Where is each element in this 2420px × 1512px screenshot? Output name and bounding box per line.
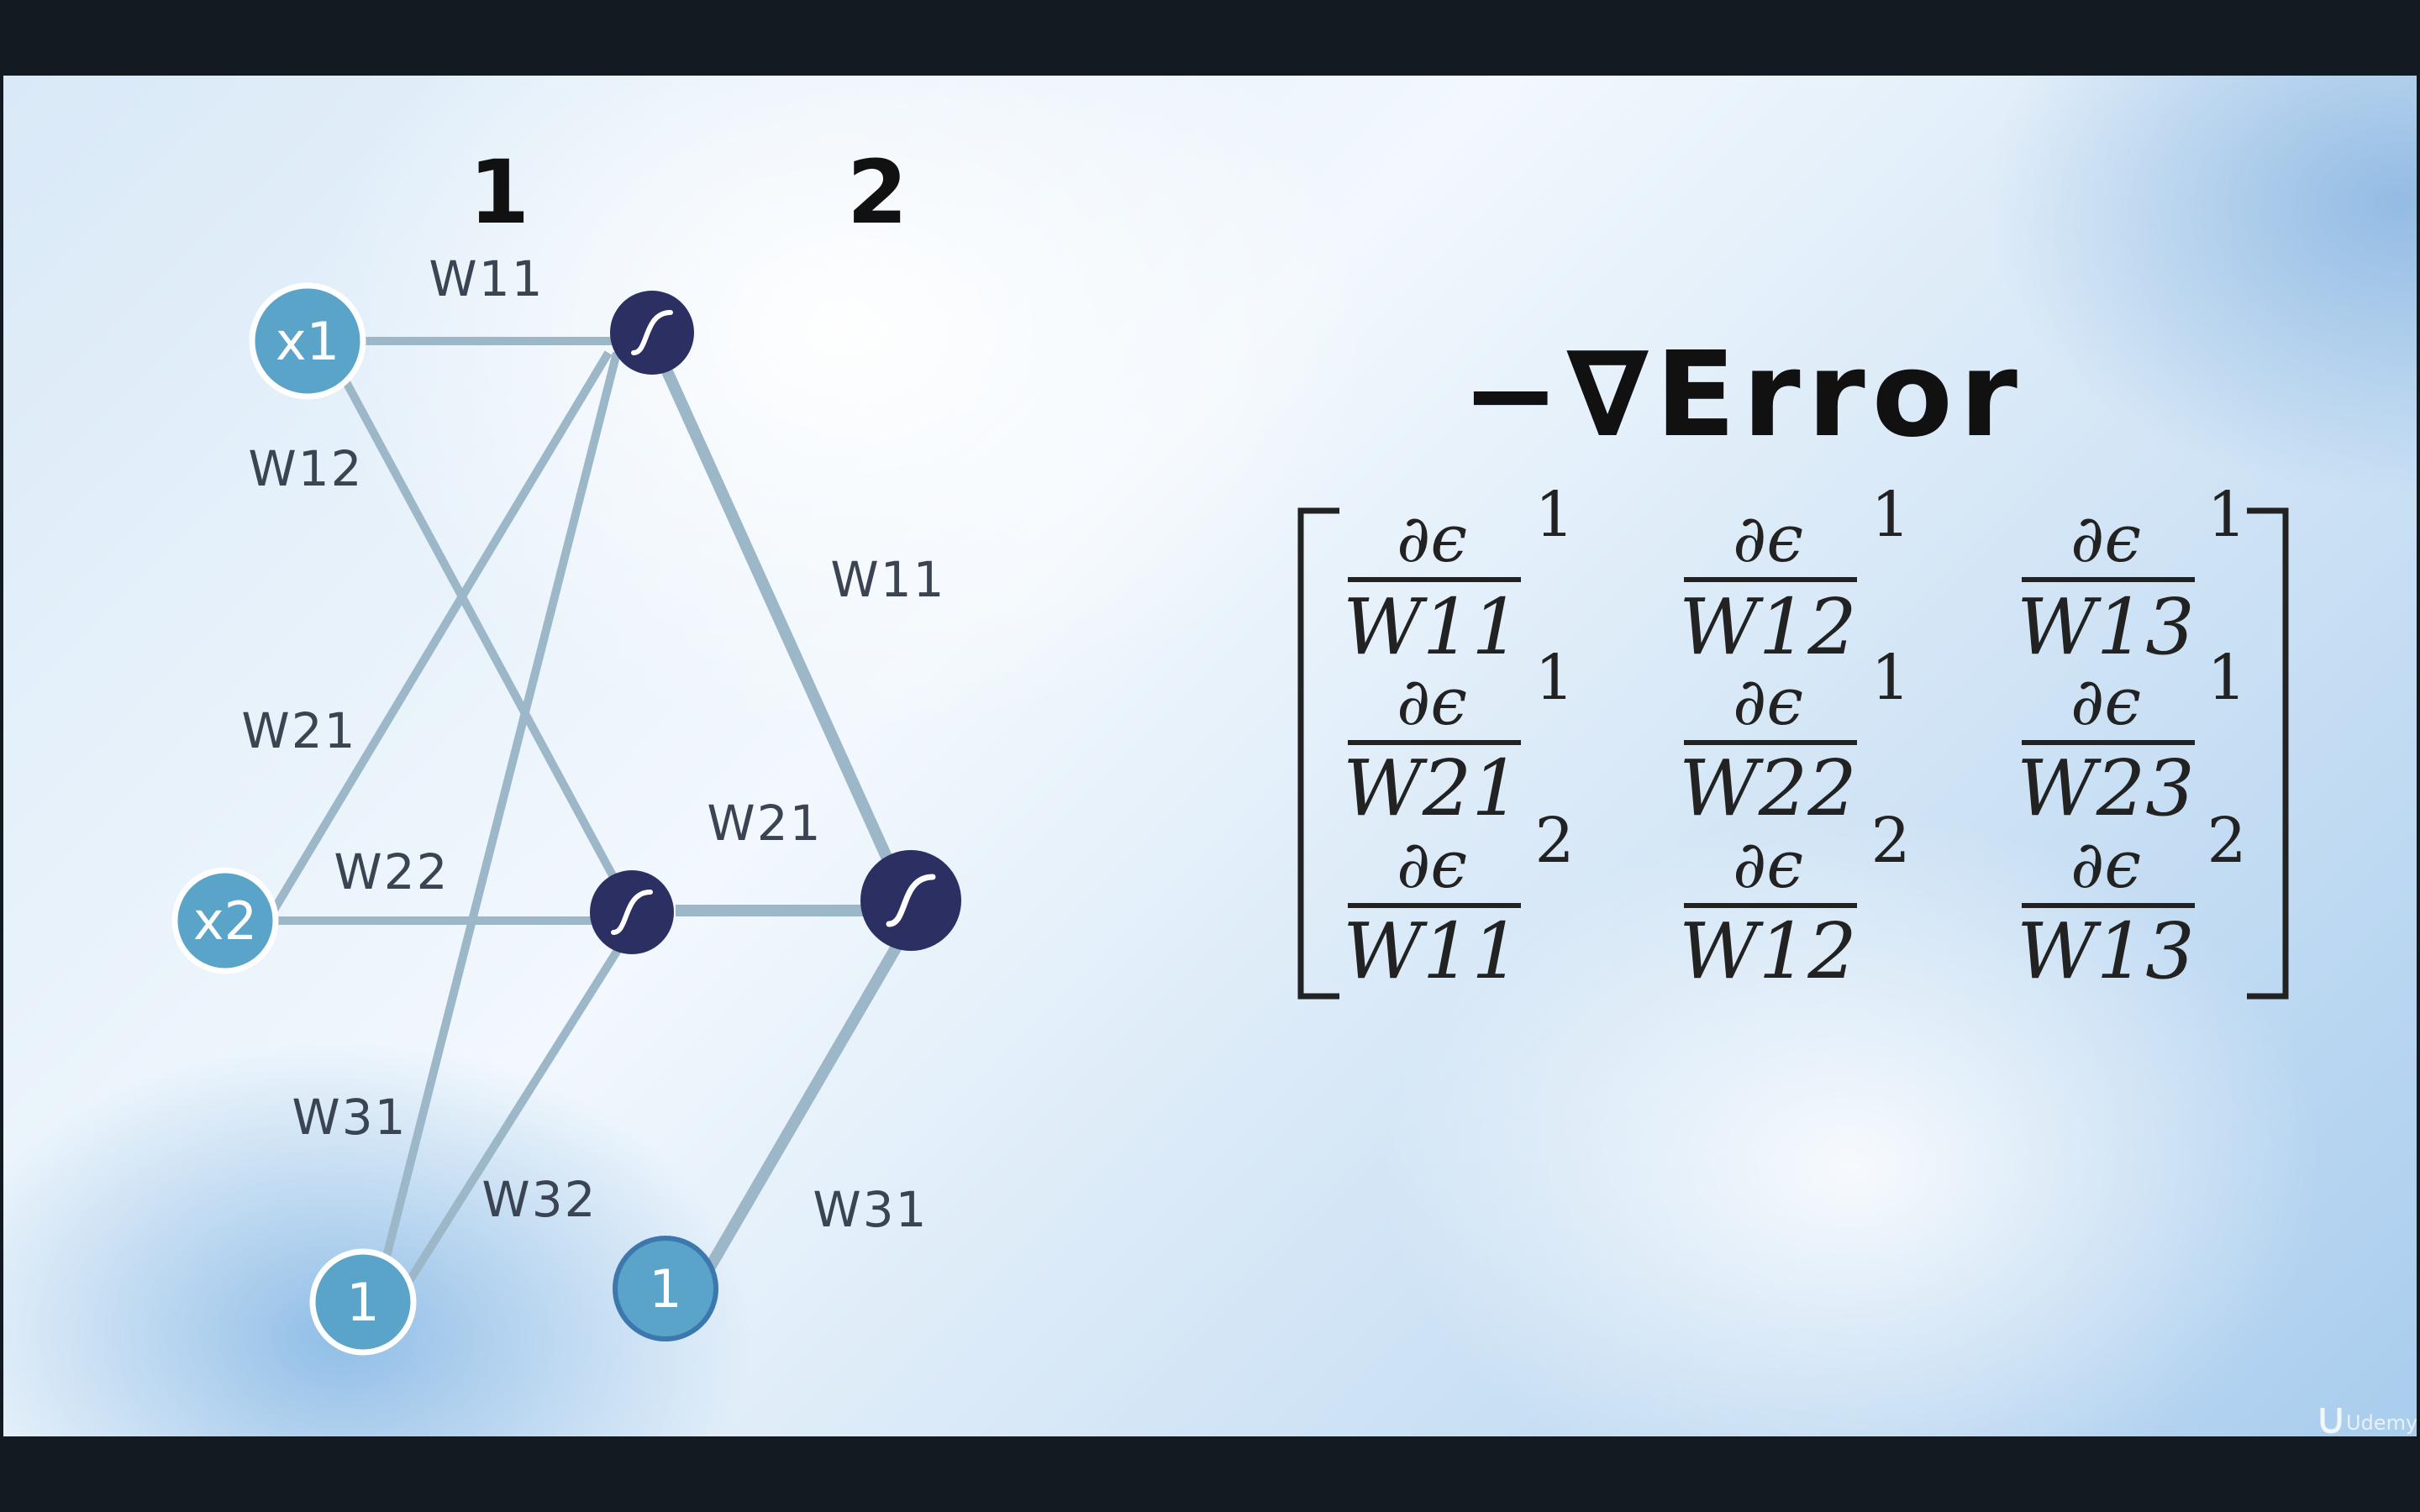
edge-b1-h1: [381, 351, 621, 1262]
edge-label-l1-w21: W21: [241, 702, 356, 759]
matrix-cell-numerator: ∂ϵ: [1733, 827, 1803, 903]
slide-canvas: 1 2 W11 W12 W21 W22 W31 W32 W11 W21 W31 …: [171, 141, 2417, 1435]
matrix-cell-denominator: W13: [2017, 906, 2195, 996]
matrix-cell-superscript: 1: [2207, 479, 2246, 551]
sigmoid-icon: [611, 890, 653, 935]
matrix-cell: ∂ϵ W23 1: [2017, 642, 2246, 833]
matrix-cell-denominator: W12: [1679, 582, 1857, 672]
sigmoid-icon: [631, 310, 673, 355]
matrix-cell-denominator: W23: [2017, 743, 2195, 833]
edge-label-l1-w32: W32: [481, 1171, 597, 1228]
matrix-cell-superscript: 1: [1534, 479, 1574, 551]
edge-label-l2-w31: W31: [813, 1181, 928, 1238]
edge-label-l2-w11: W11: [830, 551, 945, 608]
edge-label-l1-w31: W31: [292, 1089, 407, 1146]
edge-label-l1-w12: W12: [248, 440, 363, 497]
sigmoid-icon: [886, 874, 936, 927]
matrix-cell: ∂ϵ W11 2: [1343, 805, 1574, 996]
matrix-cell-superscript: 1: [2207, 642, 2246, 714]
matrix-cell-denominator: W13: [2017, 582, 2195, 672]
matrix-left-bracket: [1297, 507, 1339, 1000]
matrix-cell-numerator: ∂ϵ: [1733, 501, 1803, 577]
matrix-cell-superscript: 1: [1534, 642, 1574, 714]
matrix-cell: ∂ϵ W21 1: [1343, 642, 1574, 833]
matrix-cell-superscript: 2: [1534, 805, 1574, 877]
matrix-cell-denominator: W21: [1343, 743, 1521, 833]
matrix-cell-superscript: 1: [1870, 479, 1910, 551]
hidden-node-1: [610, 291, 694, 375]
bias-node-layer1: 1: [309, 1248, 417, 1356]
layer-label-2: 2: [847, 141, 908, 244]
hidden-node-2: [590, 870, 674, 954]
bias-node-layer2-label: 1: [649, 1258, 681, 1320]
udemy-watermark: Udemy: [2320, 1408, 2417, 1435]
matrix-cell-denominator: W22: [1679, 743, 1857, 833]
edge-h1-out: [653, 350, 900, 876]
bias-node-layer2: 1: [613, 1236, 718, 1341]
bias-node-layer1-label: 1: [346, 1272, 379, 1333]
matrix-cell-numerator: ∂ϵ: [1397, 827, 1467, 903]
slide: 1 2 W11 W12 W21 W22 W31 W32 W11 W21 W31 …: [3, 76, 2417, 1436]
matrix-cell-numerator: ∂ϵ: [2070, 664, 2141, 740]
matrix-cell-numerator: ∂ϵ: [2070, 827, 2141, 903]
udemy-brand-text: Udemy: [2346, 1411, 2417, 1435]
edge-label-l1-w22: W22: [334, 843, 449, 900]
matrix-cell-numerator: ∂ϵ: [1397, 501, 1467, 577]
input-node-x2: x2: [171, 867, 279, 974]
matrix-cell: ∂ϵ W12 2: [1679, 805, 1910, 996]
matrix-cell-superscript: 2: [2207, 805, 2246, 877]
matrix-cell-superscript: 1: [1870, 642, 1910, 714]
matrix-right-bracket: [2247, 507, 2289, 1000]
udemy-logo-icon: [2320, 1408, 2342, 1434]
input-node-x2-label: x2: [193, 890, 257, 952]
matrix-cell: ∂ϵ W13 2: [2017, 805, 2246, 996]
matrix-cell: ∂ϵ W13 1: [2017, 479, 2246, 672]
matrix-cell: ∂ϵ W11 1: [1343, 479, 1574, 672]
edge-x1-h2: [335, 367, 629, 901]
edge-b2-out: [703, 933, 908, 1272]
gradient-title: −∇Error: [1461, 327, 2024, 464]
matrix-cell-numerator: ∂ϵ: [2070, 501, 2141, 577]
layer-label-1: 1: [469, 141, 529, 244]
matrix-cell-superscript: 2: [1870, 805, 1910, 877]
matrix-cell-numerator: ∂ϵ: [1733, 664, 1803, 740]
matrix-cell-denominator: W11: [1343, 582, 1521, 672]
input-node-x1-label: x1: [276, 311, 339, 372]
network-edges: [261, 337, 908, 1288]
edge-b1-h2: [402, 938, 628, 1288]
matrix-cell-denominator: W12: [1679, 906, 1857, 996]
matrix-cell-numerator: ∂ϵ: [1397, 664, 1467, 740]
matrix: ∂ϵ W11 1 ∂ϵ W12 1 ∂ϵ W13 1 ∂ϵ W21 1 ∂ϵ W…: [1297, 479, 2289, 1000]
matrix-cell-denominator: W11: [1343, 906, 1521, 996]
edge-label-l1-w11: W11: [429, 250, 544, 307]
edge-x2-h1: [261, 350, 613, 927]
edge-label-l2-w21: W21: [707, 795, 822, 852]
matrix-cell: ∂ϵ W22 1: [1679, 642, 1910, 833]
input-node-x1: x1: [249, 282, 366, 400]
matrix-cell: ∂ϵ W12 1: [1679, 479, 1910, 672]
output-node: [860, 850, 961, 951]
